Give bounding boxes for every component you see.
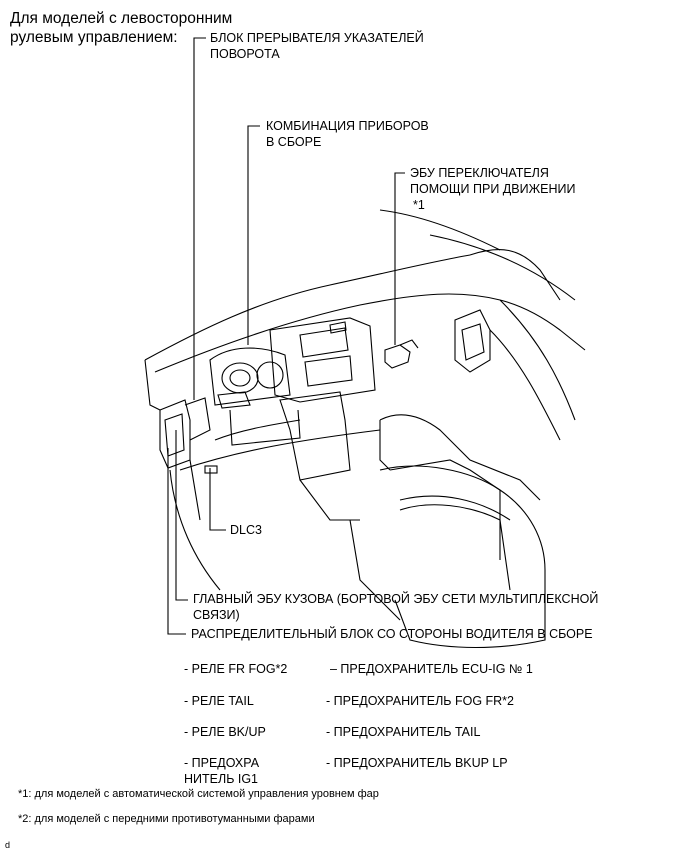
fuse-item-bkup-lp: - ПРЕДОХРАНИТЕЛЬ BKUP LP <box>326 756 508 770</box>
flasher-label-line-1: БЛОК ПРЕРЫВАТЕЛЯ УКАЗАТЕЛЕЙ <box>210 31 424 45</box>
corner-mark: d <box>5 840 11 850</box>
relay-item-fr-fog: - РЕЛЕ FR FOG*2 <box>184 662 288 676</box>
assist-ecu-label-line-3: *1 <box>413 198 425 212</box>
heading-line-2: рулевым управлением: <box>10 29 178 46</box>
heading-line-1: Для моделей с левосторонним <box>10 10 233 27</box>
fuse-item-ecu-ig1: – ПРЕДОХРАНИТЕЛЬ ECU-IG № 1 <box>330 662 533 676</box>
relay-item-bkup: - РЕЛЕ BK/UP <box>184 725 266 739</box>
fuse-item-ig1-line-1: - ПРЕДОХРА <box>184 756 260 770</box>
body-ecu-label-line-2: СВЯЗИ) <box>193 608 240 622</box>
dlc3-label: DLC3 <box>230 523 262 537</box>
footnote-2: *2: для моделей с передними противотуман… <box>18 813 315 825</box>
fuse-item-tail: - ПРЕДОХРАНИТЕЛЬ TAIL <box>326 725 481 739</box>
body-ecu-label-line-1: ГЛАВНЫЙ ЭБУ КУЗОВА (БОРТОВОЙ ЭБУ СЕТИ МУ… <box>193 592 599 606</box>
fuse-item-fog-fr: - ПРЕДОХРАНИТЕЛЬ FOG FR*2 <box>326 694 514 708</box>
flasher-label-line-2: ПОВОРОТА <box>210 47 280 61</box>
fuse-item-ig1-line-2: НИТЕЛЬ IG1 <box>184 772 259 786</box>
meter-label-line-2: В СБОРЕ <box>266 135 322 149</box>
footnote-1: *1: для моделей с автоматической системо… <box>18 788 379 800</box>
assist-ecu-label-line-1: ЭБУ ПЕРЕКЛЮЧАТЕЛЯ <box>410 166 549 180</box>
assist-ecu-label-line-2: ПОМОЩИ ПРИ ДВИЖЕНИИ <box>410 182 576 196</box>
junction-block-label: РАСПРЕДЕЛИТЕЛЬНЫЙ БЛОК СО СТОРОНЫ ВОДИТЕ… <box>191 627 593 641</box>
relay-item-tail: - РЕЛЕ TAIL <box>184 694 254 708</box>
meter-label-line-1: КОМБИНАЦИЯ ПРИБОРОВ <box>266 119 429 133</box>
